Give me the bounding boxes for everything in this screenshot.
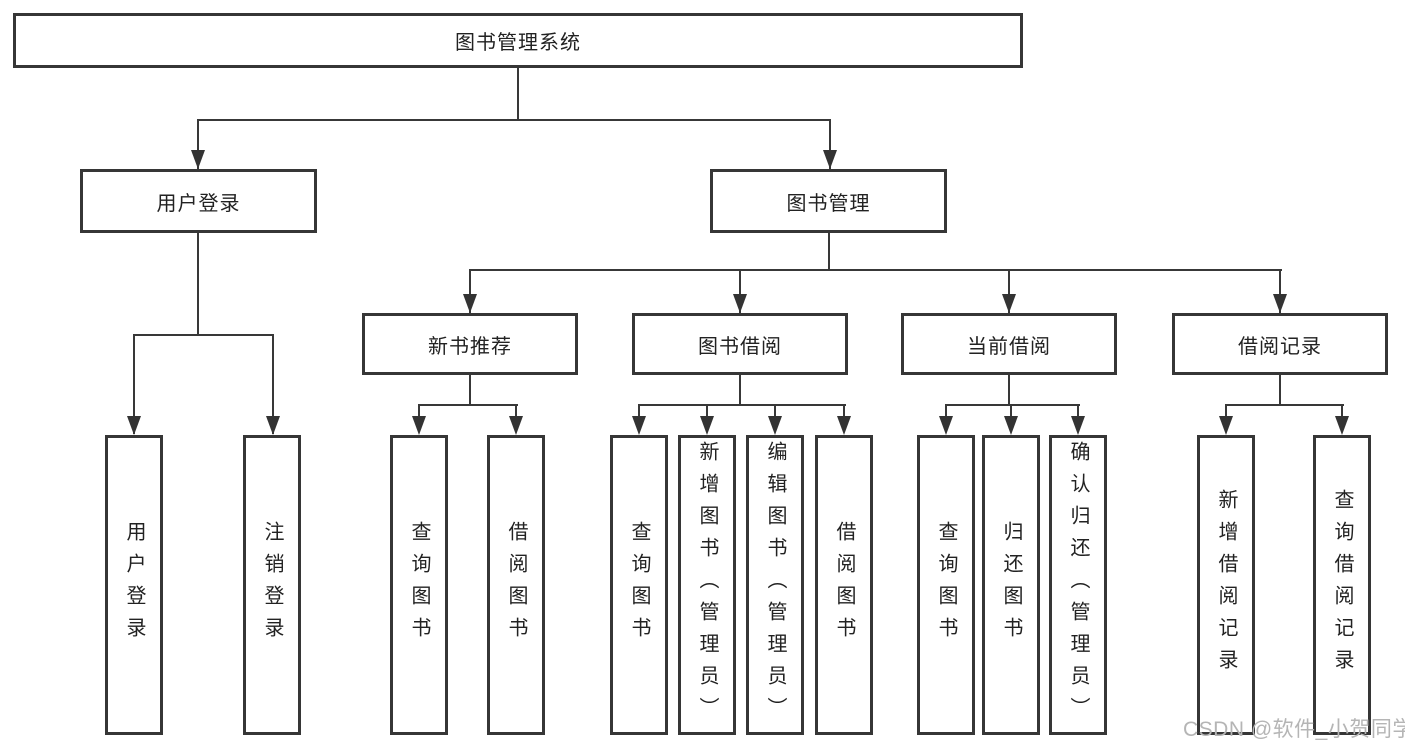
- leaf-user-login: 用户登录: [105, 435, 163, 735]
- connector-line: [1341, 404, 1343, 424]
- arrow-down-icon: [1002, 294, 1016, 313]
- leaf-logout: 注销登录: [243, 435, 301, 735]
- connector-line: [133, 334, 135, 434]
- arrow-down-icon: [266, 416, 280, 435]
- arrow-down-icon: [1335, 416, 1349, 435]
- connector-line: [517, 66, 519, 121]
- arrow-down-icon: [837, 416, 851, 435]
- connector-line: [945, 404, 947, 424]
- arrow-down-icon: [1219, 416, 1233, 435]
- node-library-management-system: 图书管理系统: [13, 13, 1023, 68]
- leaf-return-books: 归还图书: [982, 435, 1040, 735]
- leaf-query-books-recommend: 查询图书: [390, 435, 448, 735]
- connector-line: [945, 404, 1080, 406]
- connector-line: [829, 119, 831, 169]
- arrow-down-icon: [768, 416, 782, 435]
- node-new-book-recommend: 新书推荐: [362, 313, 578, 375]
- connector-line: [638, 404, 640, 424]
- arrow-down-icon: [700, 416, 714, 435]
- node-user-login: 用户登录: [80, 169, 317, 233]
- arrow-down-icon: [191, 150, 205, 169]
- leaf-query-borrow-record: 查询借阅记录: [1313, 435, 1371, 735]
- leaf-borrow-books-recommend: 借阅图书: [487, 435, 545, 735]
- leaf-confirm-return-admin: 确认归还（管理员）: [1049, 435, 1107, 735]
- connector-line: [469, 373, 471, 406]
- leaf-add-borrow-record: 新增借阅记录: [1197, 435, 1255, 735]
- connector-line: [469, 269, 1282, 271]
- connector-line: [133, 334, 274, 336]
- node-book-management: 图书管理: [710, 169, 947, 233]
- arrow-down-icon: [823, 150, 837, 169]
- arrow-down-icon: [733, 294, 747, 313]
- leaf-borrow-books: 借阅图书: [815, 435, 873, 735]
- connector-line: [197, 119, 199, 169]
- connector-line: [469, 269, 471, 313]
- arrow-down-icon: [632, 416, 646, 435]
- arrow-down-icon: [1071, 416, 1085, 435]
- arrow-down-icon: [1273, 294, 1287, 313]
- leaf-add-books-admin: 新增图书（管理员）: [678, 435, 736, 735]
- connector-line: [515, 404, 517, 424]
- connector-line: [706, 404, 708, 424]
- connector-line: [418, 404, 518, 406]
- arrow-down-icon: [939, 416, 953, 435]
- connector-line: [1279, 373, 1281, 406]
- connector-line: [1008, 373, 1010, 406]
- connector-line: [843, 404, 845, 424]
- connector-line: [774, 404, 776, 424]
- connector-line: [1008, 269, 1010, 313]
- connector-line: [1225, 404, 1344, 406]
- node-book-borrow: 图书借阅: [632, 313, 848, 375]
- arrow-down-icon: [1004, 416, 1018, 435]
- arrow-down-icon: [127, 416, 141, 435]
- leaf-query-books-borrow: 查询图书: [610, 435, 668, 735]
- leaf-query-books-current: 查询图书: [917, 435, 975, 735]
- connector-line: [197, 231, 199, 335]
- watermark: CSDN @软件_小贺同学: [1183, 718, 1405, 741]
- leaf-edit-books-admin: 编辑图书（管理员）: [746, 435, 804, 735]
- arrow-down-icon: [463, 294, 477, 313]
- connector-line: [272, 334, 274, 434]
- connector-line: [1077, 404, 1079, 424]
- connector-line: [739, 269, 741, 313]
- node-current-borrow: 当前借阅: [901, 313, 1117, 375]
- connector-line: [1279, 269, 1281, 313]
- arrow-down-icon: [509, 416, 523, 435]
- connector-line: [418, 404, 420, 424]
- connector-line: [638, 404, 846, 406]
- connector-line: [828, 231, 830, 271]
- connector-line: [1010, 404, 1012, 424]
- arrow-down-icon: [412, 416, 426, 435]
- connector-line: [197, 119, 831, 121]
- connector-line: [1225, 404, 1227, 424]
- node-borrow-records: 借阅记录: [1172, 313, 1388, 375]
- connector-line: [739, 373, 741, 406]
